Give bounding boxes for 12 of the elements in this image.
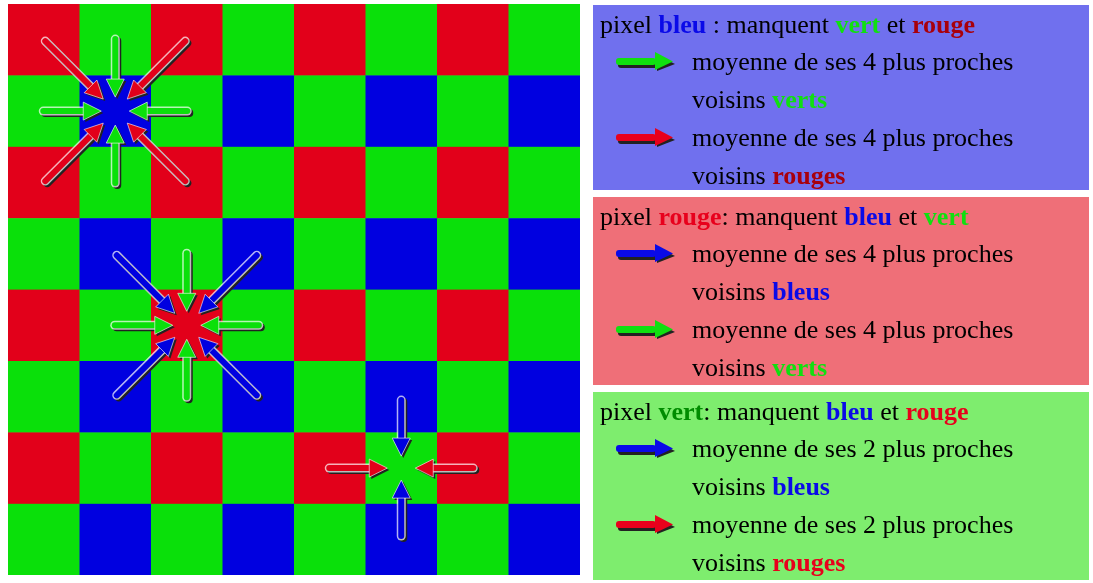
item-text: moyenne de ses 2 plus proches voisins rouges xyxy=(692,509,1015,579)
legend-box xyxy=(593,197,1089,385)
box-heading: pixel bleu : manquent vert et rouge xyxy=(600,9,976,41)
legend-box xyxy=(593,392,1089,580)
item-text: moyenne de ses 4 plus proches voisins verts xyxy=(692,314,1015,384)
item-text: moyenne de ses 4 plus proches voisins bleus xyxy=(692,238,1015,308)
item-text: moyenne de ses 4 plus proches voisins verts xyxy=(692,46,1015,116)
item-text: moyenne de ses 4 plus proches voisins rouges xyxy=(692,122,1015,192)
item-text: moyenne de ses 2 plus proches voisins bleus xyxy=(692,433,1015,503)
legend-box xyxy=(593,5,1089,190)
box-heading: pixel rouge: manquent bleu et vert xyxy=(600,201,969,233)
box-heading: pixel vert: manquent bleu et rouge xyxy=(600,396,969,428)
